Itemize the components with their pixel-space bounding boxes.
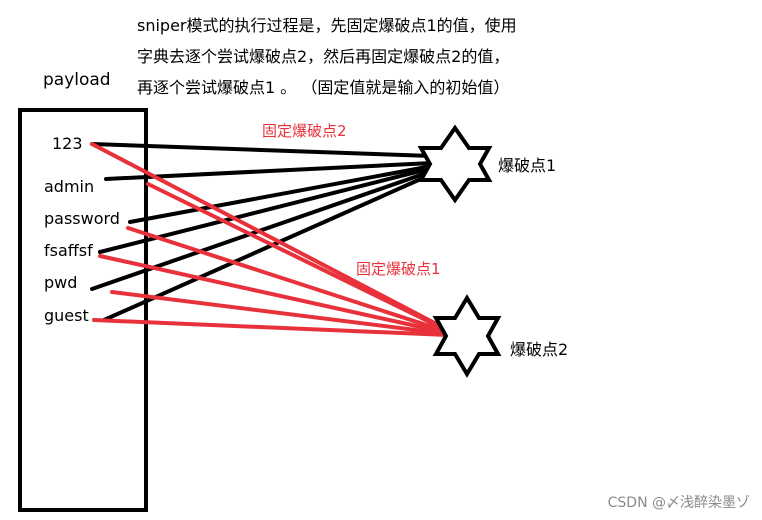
payload-item-admin: admin [44, 177, 95, 196]
payload-item-123: 123 [52, 134, 83, 153]
description-line-3: 再逐个尝试爆破点1 。 （固定值就是输入的初始值） [137, 78, 510, 97]
red-line-guest [92, 318, 450, 337]
payload-item-guest: guest [44, 306, 89, 325]
red-line-admin [146, 182, 450, 333]
red-lines [90, 142, 450, 337]
red-line-pwd [110, 290, 450, 336]
payload-title: payload [43, 70, 111, 90]
fixed-point-1-annotation: 固定爆破点1 [356, 260, 441, 278]
black-line-pwd [90, 169, 434, 291]
black-line-guest [102, 172, 434, 322]
description-text: sniper模式的执行过程是，先固定爆破点1的值，使用 字典去逐个尝试爆破点2，… [137, 10, 577, 103]
black-line-password [128, 164, 434, 224]
red-line-password [126, 226, 450, 334]
target-point-1-label: 爆破点1 [498, 156, 557, 175]
payload-item-fsaffsf: fsaffsf [44, 241, 93, 260]
star-target-1 [417, 124, 493, 204]
watermark: CSDN @〆浅醉染墨ゾ [607, 495, 750, 511]
red-line-123 [90, 142, 450, 332]
black-line-admin [104, 161, 434, 181]
payload-item-pwd: pwd [44, 273, 78, 292]
payload-item-password: password [44, 209, 120, 228]
red-line-fsaffsf [98, 254, 450, 335]
black-line-fsaffsf [98, 166, 434, 254]
star-target-2 [432, 294, 502, 378]
description-line-2: 字典去逐个尝试爆破点2，然后再固定爆破点2的值， [137, 47, 510, 66]
fixed-point-2-annotation: 固定爆破点2 [262, 122, 347, 140]
target-point-2-label: 爆破点2 [510, 340, 569, 359]
payload-box [18, 108, 148, 512]
description-line-1: sniper模式的执行过程是，先固定爆破点1的值，使用 [137, 16, 517, 35]
black-line-123 [90, 142, 434, 158]
